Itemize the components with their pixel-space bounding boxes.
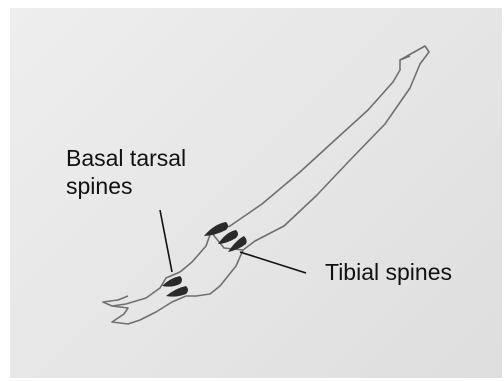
basal-tarsal-label-line2: spines: [66, 172, 186, 200]
tibia-outline: [211, 46, 429, 250]
basal-tarsal-label-line1: Basal tarsal: [66, 144, 186, 172]
tibial-spines-label: Tibial spines: [325, 258, 452, 286]
tibial-pointer: [240, 252, 306, 273]
basal-tarsal-pointer: [160, 210, 172, 272]
tibial-spine: [204, 222, 228, 236]
basal-tarsal-spines-label: Basal tarsal spines: [66, 144, 186, 200]
tarsal-spine: [162, 276, 182, 287]
tibia-tarsus-joint: [180, 232, 243, 296]
tarsal-spine: [166, 286, 188, 297]
